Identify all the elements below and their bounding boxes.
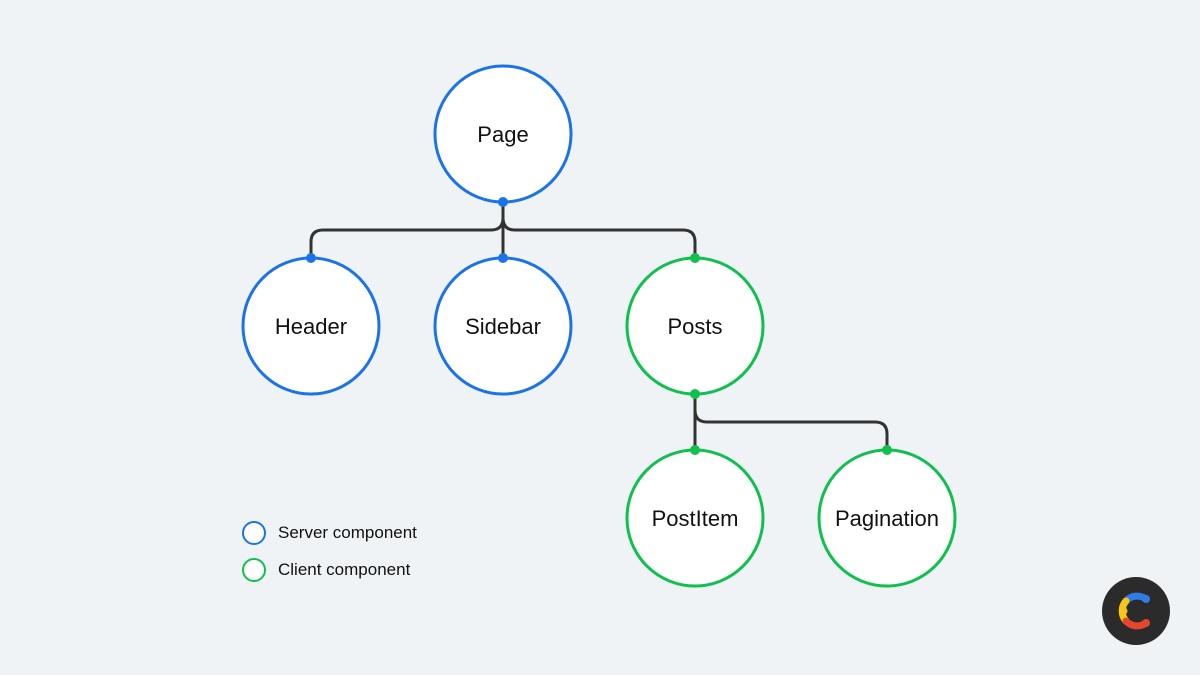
node-posts: Posts [625, 256, 765, 396]
node-page: Page [433, 64, 573, 204]
connector-dot-pagination-top [882, 445, 892, 455]
node-label-sidebar: Sidebar [465, 314, 541, 339]
legend: Server component Client component [242, 518, 417, 592]
legend-item-client: Client component [242, 555, 417, 585]
legend-item-server: Server component [242, 518, 417, 548]
edge-posts-pagination [693, 394, 889, 450]
connector-dots-layer [306, 197, 892, 455]
edge-page-posts [501, 202, 697, 258]
node-label-header: Header [275, 314, 347, 339]
node-label-posts: Posts [667, 314, 722, 339]
connector-dot-postitem-top [690, 445, 700, 455]
client-swatch-icon [242, 558, 266, 582]
server-swatch-icon [242, 521, 266, 545]
legend-label-client: Client component [278, 560, 411, 579]
connector-dot-sidebar-top [498, 253, 508, 263]
legend-label-server: Server component [278, 523, 417, 542]
node-label-postitem: PostItem [652, 506, 739, 531]
node-postitem: PostItem [625, 448, 765, 588]
edges-layer [309, 202, 889, 450]
node-label-pagination: Pagination [835, 506, 939, 531]
connector-dot-posts-bottom [690, 389, 700, 399]
connector-dot-posts-top [690, 253, 700, 263]
contentful-logo-icon [1102, 577, 1170, 645]
node-label-page: Page [477, 122, 528, 147]
edge-page-header [309, 202, 505, 258]
connector-dot-page-bottom [498, 197, 508, 207]
node-header: Header [241, 256, 381, 396]
connector-dot-header-top [306, 253, 316, 263]
node-pagination: Pagination [817, 448, 957, 588]
node-sidebar: Sidebar [433, 256, 573, 396]
